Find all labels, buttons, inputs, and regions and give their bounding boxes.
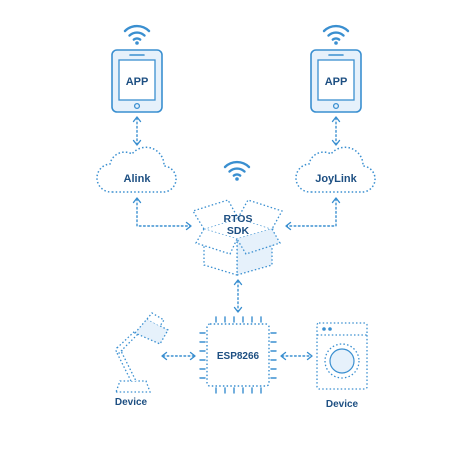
device-washer-node: Device xyxy=(316,322,368,410)
connector-alink-sdk xyxy=(132,197,192,231)
cloud-left-label: Alink xyxy=(124,173,152,185)
device-washer-label: Device xyxy=(326,399,359,410)
chip-node: ESP8266 xyxy=(199,316,277,394)
wifi-icon xyxy=(322,24,350,45)
connector-sdk-chip xyxy=(233,279,243,313)
wifi-icon xyxy=(123,24,151,45)
connector-app-right-joylink xyxy=(331,116,341,146)
app-right-node: APP xyxy=(310,49,362,113)
sdk-label-line2: SDK xyxy=(227,225,250,237)
cloud-icon xyxy=(96,146,177,193)
device-lamp-node: Device xyxy=(115,312,169,408)
wifi-icon xyxy=(223,160,251,181)
connector-lamp-chip xyxy=(161,351,196,361)
cloud-right-label: JoyLink xyxy=(315,173,357,185)
washing-machine-icon xyxy=(316,322,368,390)
sdk-box-node: RTOS SDK xyxy=(192,199,283,276)
smartphone-icon xyxy=(111,49,163,113)
app-left-node: APP xyxy=(111,49,163,113)
desk-lamp-icon xyxy=(115,312,169,393)
open-box-icon xyxy=(192,199,283,276)
cloud-left-node: Alink xyxy=(96,146,177,193)
cloud-right-node: JoyLink xyxy=(295,146,376,193)
device-lamp-label: Device xyxy=(115,397,148,408)
connector-chip-washer xyxy=(280,351,313,361)
app-left-label: APP xyxy=(126,76,149,88)
connector-joylink-sdk xyxy=(285,197,341,231)
smartphone-icon xyxy=(310,49,362,113)
chip-icon xyxy=(199,316,277,394)
cloud-icon xyxy=(295,146,376,193)
app-right-label: APP xyxy=(325,76,348,88)
chip-label: ESP8266 xyxy=(217,351,260,362)
connector-app-left-alink xyxy=(132,116,142,146)
sdk-label-line1: RTOS xyxy=(224,213,253,225)
